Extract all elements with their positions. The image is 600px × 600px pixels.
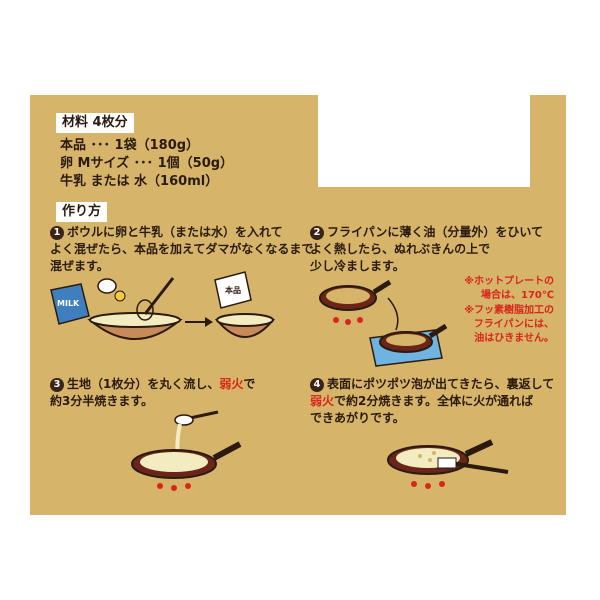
step-number: 3 bbox=[50, 378, 64, 392]
step-number: 1 bbox=[50, 226, 64, 240]
arrow-icon bbox=[387, 297, 399, 331]
flame-icon bbox=[157, 483, 191, 491]
frying-pan-icon bbox=[319, 279, 392, 311]
bowl-icon bbox=[87, 312, 183, 340]
svg-text:MILK: MILK bbox=[57, 299, 80, 308]
bubble-icon bbox=[418, 451, 436, 462]
flame-icon bbox=[333, 317, 363, 325]
egg-icon bbox=[97, 278, 126, 302]
spatula-icon bbox=[437, 457, 509, 474]
frying-pan-icon bbox=[379, 323, 448, 353]
ingredients-heading: 材料 4枚分 bbox=[56, 113, 134, 133]
fluoro-note: ※フッ素樹脂加工の フライパンには、 油はひきません。 bbox=[464, 305, 554, 344]
step-number: 4 bbox=[310, 378, 324, 392]
mix-pack-icon: 本品 bbox=[214, 271, 252, 309]
pan-cooling-illustration bbox=[319, 279, 448, 367]
milk-carton-icon: MILK bbox=[50, 283, 90, 325]
hotplate-note: ※ホットプレートの 場合は、170℃ bbox=[464, 276, 554, 301]
flame-icon bbox=[411, 481, 445, 489]
method-heading: 作り方 bbox=[56, 202, 108, 222]
flipping-illustration bbox=[387, 439, 509, 489]
ingredient-line: 卵 Mサイズ ･･･ 1個（50g） bbox=[60, 156, 234, 171]
pouring-illustration bbox=[131, 410, 242, 491]
arrow-icon bbox=[185, 317, 213, 327]
mixing-illustration: MILK 本品 bbox=[50, 271, 276, 340]
ingredient-line: 牛乳 または 水（160ml） bbox=[60, 174, 219, 189]
svg-text:本品: 本品 bbox=[224, 285, 241, 295]
step-number: 2 bbox=[310, 226, 324, 240]
ingredient-line: 本品 ･･･ 1袋（180g） bbox=[60, 138, 200, 153]
whisk-icon bbox=[136, 277, 175, 321]
bowl-with-batter-icon bbox=[214, 313, 276, 338]
panel-notch bbox=[318, 95, 530, 187]
frying-pan-icon bbox=[131, 441, 242, 479]
